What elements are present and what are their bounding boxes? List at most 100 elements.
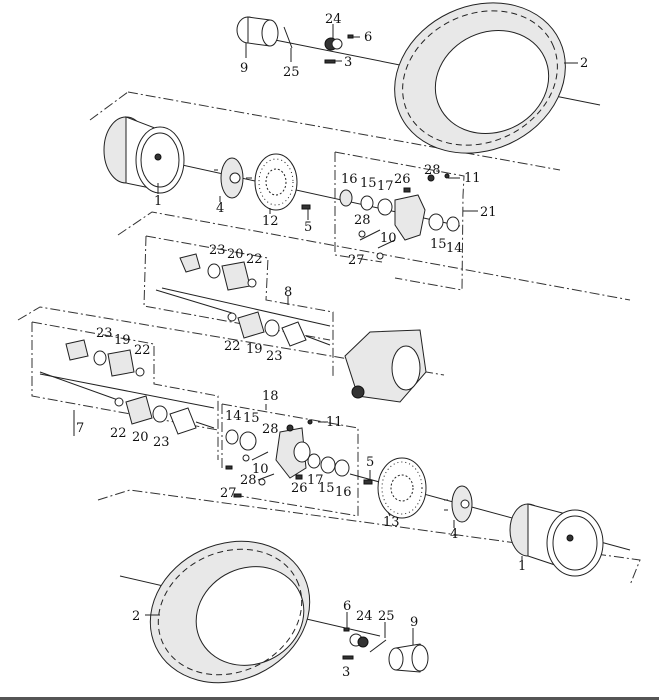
shaft-box-lower [31,321,219,460]
outline-shaft-upper [117,211,631,301]
footer-rule [0,697,659,700]
callout-22-a: 22 [246,252,263,267]
callout-10-top: 10 [380,231,397,246]
callout-15-bot-b: 15 [318,481,335,496]
callout-6-bot: 6 [343,599,351,614]
callout-2-bot: 2 [132,609,140,624]
cotter-pin-top [283,26,293,49]
callout-19-b: 19 [114,333,131,348]
callout-22-b: 22 [224,339,241,354]
drive-shaft-lower[interactable] [39,339,215,435]
shaft-box-top [145,235,334,378]
tyre-top[interactable] [370,0,590,180]
callout-25-bot: 25 [378,609,395,624]
callout-26-bot: 26 [291,481,308,496]
callout-11-bot: 11 [326,415,343,430]
callout-10-bot: 10 [252,462,269,477]
drive-shaft-top[interactable] [155,253,331,347]
knuckle-top-parts[interactable] [339,173,460,260]
axis-shaft-top [161,287,331,327]
washer-6-top [347,34,354,39]
callout-4-bot: 4 [450,527,458,542]
callout-6-top: 6 [364,30,372,45]
callout-2-top: 2 [580,56,588,71]
callout-labels: 9 25 24 6 3 2 1 4 12 5 16 15 17 26 28 11… [76,12,588,680]
callout-20-b: 20 [132,430,149,445]
callout-22-d: 22 [110,426,127,441]
callout-23-a: 23 [209,243,226,258]
callout-12: 12 [262,214,279,229]
group-outlines [17,91,641,586]
callout-17-bot: 17 [307,473,324,488]
leader-lines [73,24,578,645]
callout-23-d: 23 [153,435,170,450]
callout-14-bot: 14 [225,409,242,424]
callout-28-bot-a: 28 [262,422,279,437]
callout-28-top-b: 28 [354,213,371,228]
washer-6-bottom [343,627,350,632]
callout-3-top: 3 [344,55,352,70]
bolt-3-bottom [342,655,354,660]
hub-cap-top[interactable] [236,16,279,47]
callout-15-top-b: 15 [430,237,447,252]
callout-23-b: 23 [266,349,283,364]
brake-disc-bottom[interactable] [377,457,427,519]
callout-3-bot: 3 [342,665,350,680]
callout-13: 13 [383,515,400,530]
callout-16-bot: 16 [335,485,352,500]
callout-8: 8 [284,285,292,300]
callout-23-c: 23 [96,326,113,341]
callout-14-top: 14 [446,241,463,256]
callout-26-top: 26 [394,172,411,187]
bolt-3-top [324,59,336,64]
wheel-hub-bottom[interactable] [444,485,473,523]
wheel-rim-top[interactable] [103,116,185,194]
callout-20-a: 20 [227,247,244,262]
hub-cap-bottom[interactable] [388,643,429,673]
callout-28-bot-b: 28 [240,473,257,488]
outline-shaft-lower [17,306,445,376]
callout-25-top: 25 [283,65,300,80]
callout-15-top-a: 15 [360,176,377,191]
differential-housing[interactable] [344,329,427,403]
callout-9-bot: 9 [410,615,418,630]
knuckle-bottom-parts[interactable] [225,419,350,498]
callout-4-top: 4 [216,201,224,216]
axle-nut-bottom[interactable] [349,633,369,648]
brake-disc-top[interactable] [254,153,298,211]
callout-16-top: 16 [341,172,358,187]
outline-top-upper [127,91,561,171]
callout-22-c: 22 [134,343,151,358]
callout-9-top: 9 [240,61,248,76]
callout-28-top-a: 28 [424,163,441,178]
bolt-5-top [301,204,311,210]
axle-nut-top[interactable] [324,37,343,51]
knuckle-box-top [334,151,465,291]
bolt-5-bottom [363,479,373,485]
callout-18: 18 [262,389,279,404]
callout-19-a: 19 [246,342,263,357]
knuckle-box-bottom [221,403,359,517]
callout-24-top: 24 [325,12,342,27]
callout-1-bot: 1 [518,559,526,574]
callout-7: 7 [76,421,84,436]
cotter-pin-bottom [369,639,387,653]
knuckle-box-top-left [334,152,383,263]
callout-24-bot: 24 [356,609,373,624]
wheel-hub-top[interactable] [214,157,252,199]
callout-27-top: 27 [348,253,365,268]
callout-15-bot-a: 15 [243,411,260,426]
callout-17-top: 17 [377,179,394,194]
outline-bottom [97,489,641,586]
callout-21: 21 [480,205,497,220]
callout-5-top: 5 [304,220,312,235]
callout-1-top: 1 [154,194,162,209]
tyre-bottom[interactable] [127,516,333,700]
shaft-box-top-left [143,235,331,341]
outline-top-left [89,91,129,121]
callout-27-bot: 27 [220,486,237,501]
wheel-rim-bottom[interactable] [509,503,604,577]
axis-shaft-bottom [39,373,215,409]
callout-11-top: 11 [464,171,481,186]
